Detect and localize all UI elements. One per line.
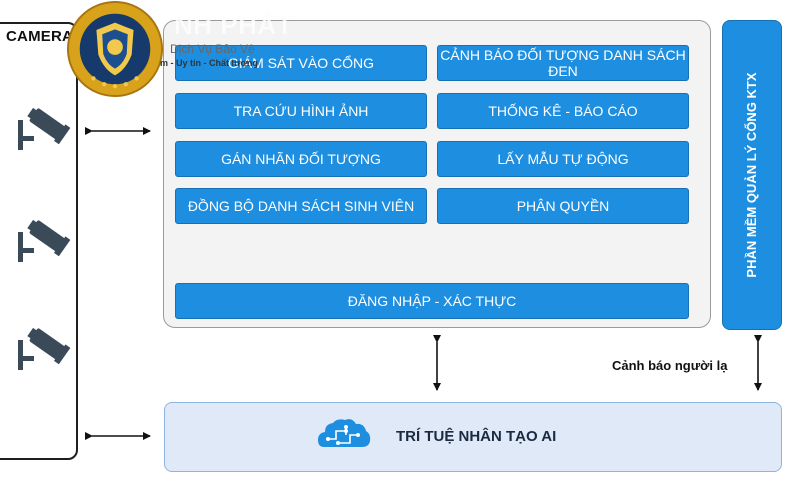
function-statistics-report[interactable]: THỐNG KÊ - BÁO CÁO [437,93,689,129]
functions-panel: GIÁM SÁT VÀO CỔNG CẢNH BÁO ĐỐI TƯỢNG DAN… [163,20,711,328]
function-image-search[interactable]: TRA CỨU HÌNH ẢNH [175,93,427,129]
brand-name: NH PHÁT [174,10,294,40]
function-sync-student-list[interactable]: ĐỒNG BỘ DANH SÁCH SINH VIÊN [175,188,427,224]
gate-software-panel [722,20,782,330]
ai-panel [164,402,782,472]
ai-label: TRÍ TUỆ NHÂN TẠO AI [396,428,557,445]
brand-tagline: Dịch Vụ Bảo Vệ [170,42,255,56]
function-login-auth[interactable]: ĐĂNG NHẬP - XÁC THỰC [175,283,689,319]
shield-logo-icon [66,0,164,98]
camera-title: CAMERA [6,28,74,45]
function-label-object[interactable]: GÁN NHÃN ĐỐI TƯỢNG [175,141,427,177]
stranger-alert-label: Cảnh báo người lạ [612,358,728,373]
camera-icon [18,219,71,262]
function-blacklist-alert[interactable]: CẢNH BÁO ĐỐI TƯỢNG DANH SÁCH ĐEN [437,45,689,81]
function-permissions[interactable]: PHÂN QUYỀN [437,188,689,224]
brand-slogan: m - Uy tín - Chất lượng [160,58,258,68]
camera-icon [18,107,71,150]
ai-brain-icon [318,419,371,447]
function-auto-sampling[interactable]: LẤY MẪU TỰ ĐỘNG [437,141,689,177]
function-gate-monitor[interactable]: GIÁM SÁT VÀO CỔNG [175,45,427,81]
camera-icon [18,327,71,370]
